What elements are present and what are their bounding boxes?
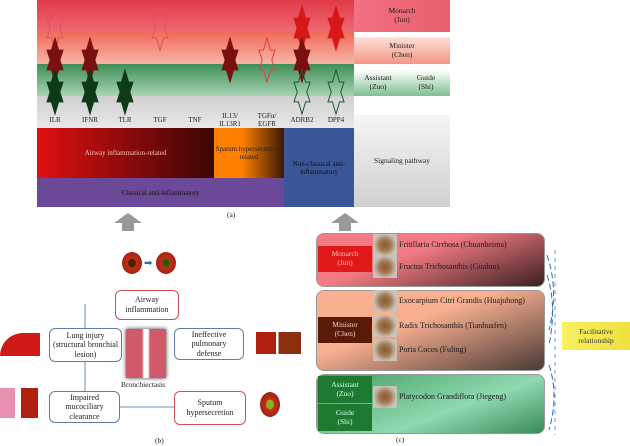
target-label: TGFα/ EGFR (257, 111, 277, 128)
herb-name: Poria Cocos (Fuling) (399, 345, 467, 354)
airway-tube-inflamed-icon (156, 252, 176, 274)
herb-image (373, 339, 397, 361)
box-lung-injury: Lung injury (structural bronchial lesion… (49, 328, 122, 362)
sputum-airway-icon (260, 392, 280, 417)
category-classical: Classical anti-inflammatory (37, 178, 284, 207)
lung-tissue-icon (0, 333, 40, 356)
hollow-star-icon (258, 36, 276, 84)
box-airway-inflammation: Airway inflammation (115, 290, 179, 320)
up-arrow-right-stem (339, 223, 351, 231)
category-nonclassical: Non-classical anti-inflammatory (284, 128, 354, 207)
herb-name: Fructus Trichosanthis (Gualou) (399, 262, 499, 271)
target-label: IFNR (82, 115, 98, 124)
lung-image (126, 329, 166, 378)
up-arrow-left-stem (122, 223, 134, 231)
legend-signaling-pathway: Signaling pathway (354, 115, 450, 207)
label-guide: Guide (Shi) (318, 404, 372, 431)
legend-minister: Minister (Chen) (354, 37, 450, 64)
filled-star-icon (46, 68, 64, 116)
herb-name: Exocarpium Citri Grandis (Huajuhong) (399, 296, 525, 305)
target-label: TLR (118, 115, 132, 124)
box-sputum-hypersecretion: Sputum hypersecretion (174, 391, 246, 425)
filled-star-icon (81, 68, 99, 116)
legend-monarch: Monarch (Jun) (354, 0, 450, 32)
legend-guide: Guide (Shi) (416, 73, 436, 91)
herb-image (373, 315, 397, 337)
arrow-right-icon: ➡ (144, 258, 153, 269)
target-label: TNF (188, 115, 202, 124)
herb-name: Fritillaria Cirrhosa (Chuanbeima) (399, 240, 507, 249)
star-layer (0, 0, 630, 130)
category-airway: Airway inflammation-related (37, 128, 214, 178)
box-impaired-clearance: Impaired mucociliary clearance (49, 391, 120, 423)
target-label: DPP4 (327, 115, 345, 124)
filled-star-icon (327, 4, 345, 52)
hollow-star-icon (293, 68, 311, 116)
herb-image (373, 234, 397, 256)
category-sputum: Spatum hypersecretion-related (214, 128, 284, 178)
airway-defense-icon (256, 332, 301, 354)
facilitative-relationship-box: Facilitative relationship (562, 322, 630, 350)
filled-star-icon (293, 36, 311, 84)
caption-c: (c) (396, 435, 405, 444)
filled-star-icon (221, 36, 239, 84)
filled-star-icon (116, 68, 134, 116)
bronchiectasis-label: Bronchiectasis (121, 380, 166, 389)
target-label: IL13/ IL13R1 (219, 111, 241, 128)
target-label: ILR (49, 115, 61, 124)
caption-b: (b) (155, 436, 164, 445)
facilitative-arrows (546, 250, 556, 435)
up-arrow-right (331, 213, 359, 223)
box-ineffective-defense: Ineffective pulmonary defense (174, 328, 244, 360)
airway-tube-icon (122, 252, 142, 274)
herb-image (373, 256, 397, 278)
herb-image (373, 290, 397, 312)
herb-name: Radix Trichosanthis (Tianhuafen) (399, 321, 507, 330)
label-assistant: Assistant (Zuo) (318, 376, 372, 403)
label-minister: Minister (Chen) (318, 317, 372, 343)
label-monarch: Monarch (Jun) (318, 246, 372, 272)
target-label: TGF (153, 115, 167, 124)
mucociliary-icon (0, 388, 38, 418)
hollow-star-icon (151, 4, 169, 52)
herb-image (373, 386, 397, 408)
caption-a: (a) (227, 210, 236, 219)
legend-assistant: Assistant (Zuo) (364, 73, 392, 91)
up-arrow-left (114, 213, 142, 223)
herb-name: Platycodon Grandiflora (Jiegeng) (399, 392, 507, 401)
hollow-star-icon (327, 68, 345, 116)
target-label: ADRB2 (290, 115, 314, 124)
legend-assistant-guide: Assistant (Zuo) Guide (Shi) (354, 70, 450, 96)
